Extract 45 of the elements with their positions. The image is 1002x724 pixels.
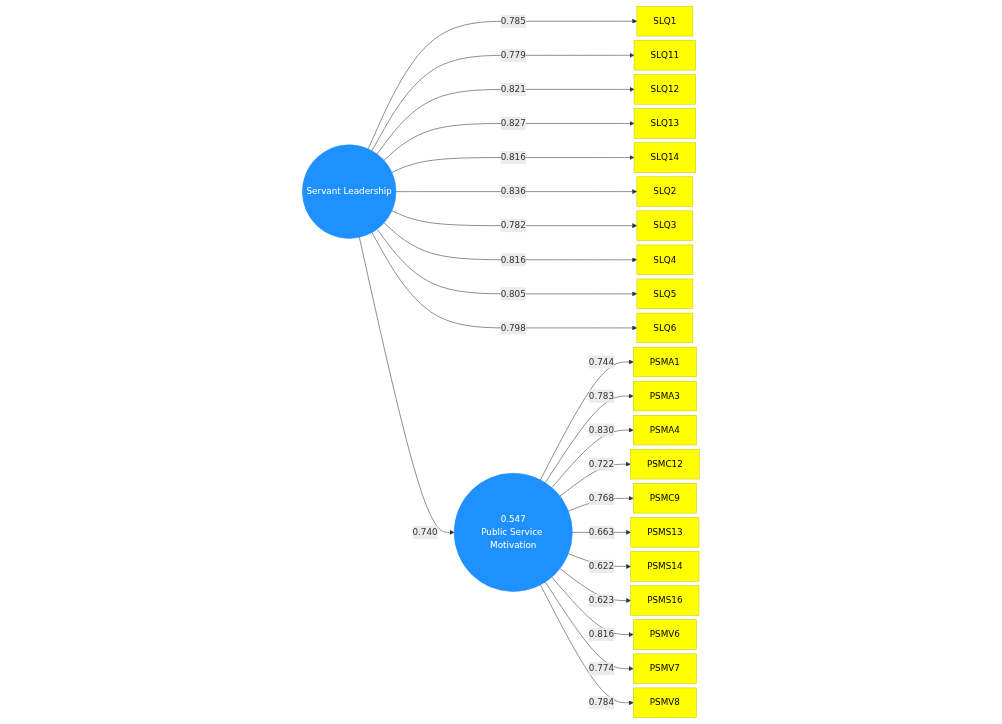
node-box: SLQ2 <box>636 176 694 207</box>
edge-label: 0.785 <box>500 15 526 27</box>
edge-label: 0.768 <box>588 492 615 504</box>
edge-label: 0.740 <box>412 526 438 538</box>
edge-label: 0.663 <box>588 526 615 538</box>
node-box: PSMV6 <box>633 619 697 650</box>
node-box: SLQ13 <box>633 108 697 139</box>
edge-label: 0.784 <box>588 697 615 708</box>
node-box: SLQ5 <box>636 278 694 309</box>
edge-label: 0.816 <box>500 152 526 163</box>
edge-label: 0.623 <box>588 595 615 606</box>
edge-label: 0.798 <box>500 322 526 333</box>
node-circle: 0.547 Public Service Motivation <box>454 473 573 592</box>
edge-label: 0.816 <box>588 629 615 640</box>
node-box: PSMV7 <box>633 653 697 684</box>
edge-label: 0.779 <box>500 49 526 61</box>
node-box: PSMA1 <box>633 346 697 378</box>
node-box: PSMA4 <box>633 415 697 446</box>
edge-label: 0.782 <box>500 220 526 231</box>
node-box: SLQ4 <box>636 244 694 275</box>
edge-label: 0.805 <box>500 288 526 299</box>
node-box: PSMS13 <box>630 517 700 548</box>
edge-label: 0.816 <box>500 254 526 265</box>
node-circle: Servant Leadership <box>302 144 397 239</box>
edge-label: 0.722 <box>588 458 615 470</box>
node-box: PSMV8 <box>633 687 697 718</box>
node-box: PSMC12 <box>630 449 700 480</box>
node-box: PSMC9 <box>633 483 697 514</box>
edge-label: 0.774 <box>588 663 615 674</box>
edge-label: 0.783 <box>588 390 615 402</box>
node-box: PSMS14 <box>630 551 700 582</box>
edge-label: 0.827 <box>500 117 526 129</box>
node-box: SLQ11 <box>633 40 697 71</box>
node-box: SLQ12 <box>633 74 697 105</box>
edge-label: 0.622 <box>588 560 615 572</box>
edge-label: 0.836 <box>500 186 526 197</box>
node-box: PSMS16 <box>630 585 700 616</box>
edge-label: 0.830 <box>588 424 615 436</box>
edge-label: 0.744 <box>588 356 615 367</box>
node-box: SLQ1 <box>636 6 694 37</box>
node-box: SLQ6 <box>636 312 694 344</box>
node-box: SLQ3 <box>636 210 694 241</box>
node-box: PSMA3 <box>633 380 697 412</box>
node-box: SLQ14 <box>633 142 697 173</box>
edge-label: 0.821 <box>500 83 526 95</box>
